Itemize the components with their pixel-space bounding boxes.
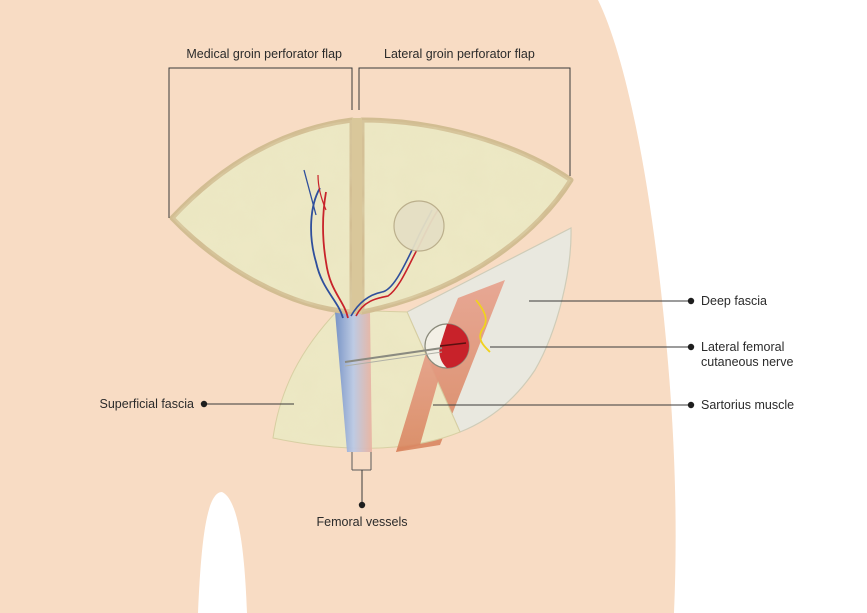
lateral-flap-label: Lateral groin perforator flap <box>384 47 535 61</box>
superficial-fascia-label: Superficial fascia <box>100 397 195 411</box>
perforator-window-lower <box>344 323 470 369</box>
lateral-femoral-cutaneous-nerve <box>475 299 491 353</box>
femoral-vessels-label: Femoral vessels <box>317 515 408 529</box>
leader-lines <box>168 67 695 509</box>
sartorius-label: Sartorius muscle <box>701 398 794 412</box>
medial-flap-label: Medical groin perforator flap <box>186 47 342 61</box>
deep-fascia-label: Deep fascia <box>701 294 767 308</box>
lateral-nerve-label-line1: Lateral femoral <box>701 340 784 354</box>
perforator-window-upper <box>393 200 445 252</box>
upper-flaps <box>169 117 574 315</box>
lateral-nerve-label-line2: cutaneous nerve <box>701 355 793 369</box>
femoral-vessels <box>335 312 372 471</box>
